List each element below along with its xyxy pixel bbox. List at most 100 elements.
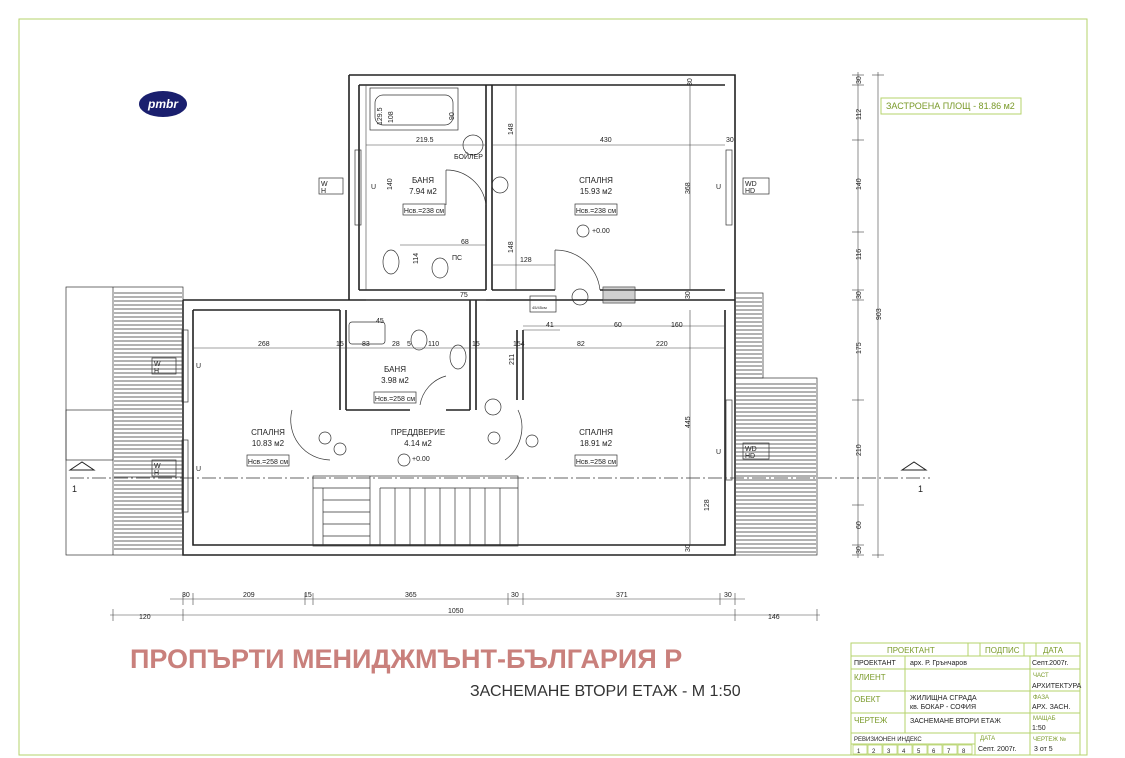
- dim-211: 211: [509, 354, 516, 365]
- tb-part-value: АРХИТЕКТУРА: [1032, 683, 1082, 690]
- dim-68: 68: [461, 239, 469, 246]
- title-block: ПРОЕКТАНТ ПОДПИС ДАТА ПРОЕКТАНТ арх. Р. …: [850, 642, 1082, 756]
- rdim-8: 30: [856, 546, 863, 554]
- dim-60: 60: [614, 322, 622, 329]
- tag-h-2: H: [154, 368, 159, 375]
- tag-wd: WD: [745, 181, 757, 188]
- left-roof: [65, 286, 184, 556]
- tb-object-label: ОБЕКТ: [854, 695, 880, 704]
- bdim-r1-5: 371: [616, 592, 628, 599]
- tag-hd-2: HD: [745, 453, 755, 460]
- tb-scale-value: 1:50: [1032, 725, 1046, 732]
- bdim-r2-2: 146: [768, 614, 780, 621]
- dim-268: 268: [258, 341, 270, 348]
- room-bath1-name: БАНЯ: [412, 176, 434, 185]
- revision-cell: [927, 744, 943, 755]
- revision-number: 1: [857, 749, 861, 755]
- room-bath2-height: Нсв.=258 см: [375, 396, 415, 403]
- revision-cell: [852, 744, 868, 755]
- revision-cell: [957, 744, 973, 755]
- dim-41: 41: [546, 322, 554, 329]
- dim-160: 160: [671, 322, 683, 329]
- right-roof: [734, 292, 818, 556]
- pmbr-logo: pmbr: [139, 91, 187, 117]
- room-bed3-area: 18.91 м2: [580, 439, 613, 448]
- tb-part-label: ЧАСТ: [1033, 673, 1049, 679]
- tb-client-label: КЛИЕНТ: [854, 673, 886, 682]
- tag-wd-2: WD: [745, 446, 757, 453]
- building-walls: [182, 74, 736, 556]
- dim-45: 45: [376, 318, 384, 325]
- revision-cell: [897, 744, 913, 755]
- rdim-7: 60: [856, 521, 863, 529]
- company-title: ПРОПЪРТИ МЕНИДЖМЪНТ-БЪЛГАРИЯ Р: [130, 644, 682, 674]
- room-hall-level: +0.00: [412, 456, 430, 463]
- dim-368: 368: [685, 182, 692, 194]
- doors: [290, 169, 601, 461]
- rdim-3: 116: [856, 249, 863, 260]
- rdim-1: 112: [856, 109, 863, 120]
- tag-u: U: [371, 184, 376, 191]
- dim-148b: 148: [508, 241, 515, 253]
- dim-30c: 30: [685, 291, 692, 299]
- bdim-r1-3: 365: [405, 592, 417, 599]
- shaft-label: 45/45см: [532, 305, 547, 310]
- built-area-box: [880, 97, 1022, 115]
- room-bed1-level: +0.00: [592, 228, 610, 235]
- dim-30b: 30: [726, 137, 734, 144]
- dim-128a: 128: [520, 257, 532, 264]
- tb-drawing-label: ЧЕРТЕЖ: [854, 716, 888, 725]
- dim-30a: 30: [687, 78, 694, 86]
- internal-dim-lines: [193, 85, 725, 545]
- room-hall-name: ПРЕДДВЕРИЕ: [391, 428, 445, 437]
- window-tags: W H U W H U W H U WD HD U WD HD U: [151, 177, 770, 477]
- tb-rev-date-value: Септ. 2007г.: [978, 746, 1016, 753]
- internal-dims: 129.5 108 90 219.5 148 430 30 30 140 368…: [258, 78, 734, 552]
- built-area-text: ЗАСТРОЕНА ПЛОЩ - 81.86 м2: [886, 101, 1015, 111]
- staircase: [313, 476, 518, 546]
- rdim-5: 175: [856, 342, 863, 354]
- right-dimension-chain: 30 112 140 116 30 175 210 60 30 903: [852, 72, 884, 558]
- revision-number: 7: [947, 749, 951, 755]
- dim-83: 83: [362, 341, 370, 348]
- drawing-subtitle: ЗАСНЕМАНЕ ВТОРИ ЕТАЖ - М 1:50: [470, 683, 741, 700]
- room-bed1-area: 15.93 м2: [580, 187, 613, 196]
- room-bed2-height: Нсв.=258 см: [248, 459, 288, 466]
- revision-number: 4: [902, 749, 906, 755]
- tag-hd: HD: [745, 188, 755, 195]
- bdim-r2-0: 120: [139, 614, 151, 621]
- tag-w-3: W: [154, 463, 161, 470]
- revision-cell: [882, 744, 898, 755]
- dim-110: 110: [428, 341, 439, 348]
- room-bath1-height: Нсв.=238 см: [404, 208, 444, 215]
- tag-h: H: [321, 188, 326, 195]
- bdim-r1-4: 30: [511, 592, 519, 599]
- right-roof-hatch: [736, 297, 816, 553]
- tb-object-value-1: ЖИЛИЩНА СГРАДА: [910, 695, 977, 702]
- dim-140: 140: [387, 178, 394, 190]
- revision-number: 8: [962, 749, 966, 755]
- room-hall-area: 4.14 м2: [404, 439, 432, 448]
- tag-h-3: H: [154, 470, 159, 477]
- section-arrow-right: [900, 461, 928, 471]
- revision-number: 3: [887, 749, 891, 755]
- tb-rev-date-label: ДАТА: [980, 736, 995, 742]
- dim-154: 154: [513, 341, 525, 348]
- dim-114: 114: [413, 253, 420, 264]
- tb-date-header: ДАТА: [1043, 646, 1064, 655]
- rdim-6: 210: [856, 444, 863, 456]
- rdim-2: 140: [856, 178, 863, 190]
- tb-drawing-value: ЗАСНЕМАНЕ ВТОРИ ЕТАЖ: [910, 718, 1001, 725]
- logo-text: pmbr: [147, 97, 179, 111]
- room-bed1-height: Нсв.=238 см: [576, 208, 616, 215]
- tag-u-3: U: [196, 466, 201, 473]
- rdim-0: 30: [856, 76, 863, 84]
- revision-number: 5: [917, 749, 921, 755]
- tag-w-2: W: [154, 361, 161, 368]
- revision-cell: [942, 744, 958, 755]
- tb-revision-label: РЕВИЗИОНЕН ИНДЕКС: [854, 737, 922, 743]
- dim-82: 82: [577, 341, 585, 348]
- dim-128b: 128: [704, 499, 711, 511]
- tag-u-5: U: [716, 449, 721, 456]
- tb-sheet-label: ЧЕРТЕЖ №: [1033, 736, 1066, 743]
